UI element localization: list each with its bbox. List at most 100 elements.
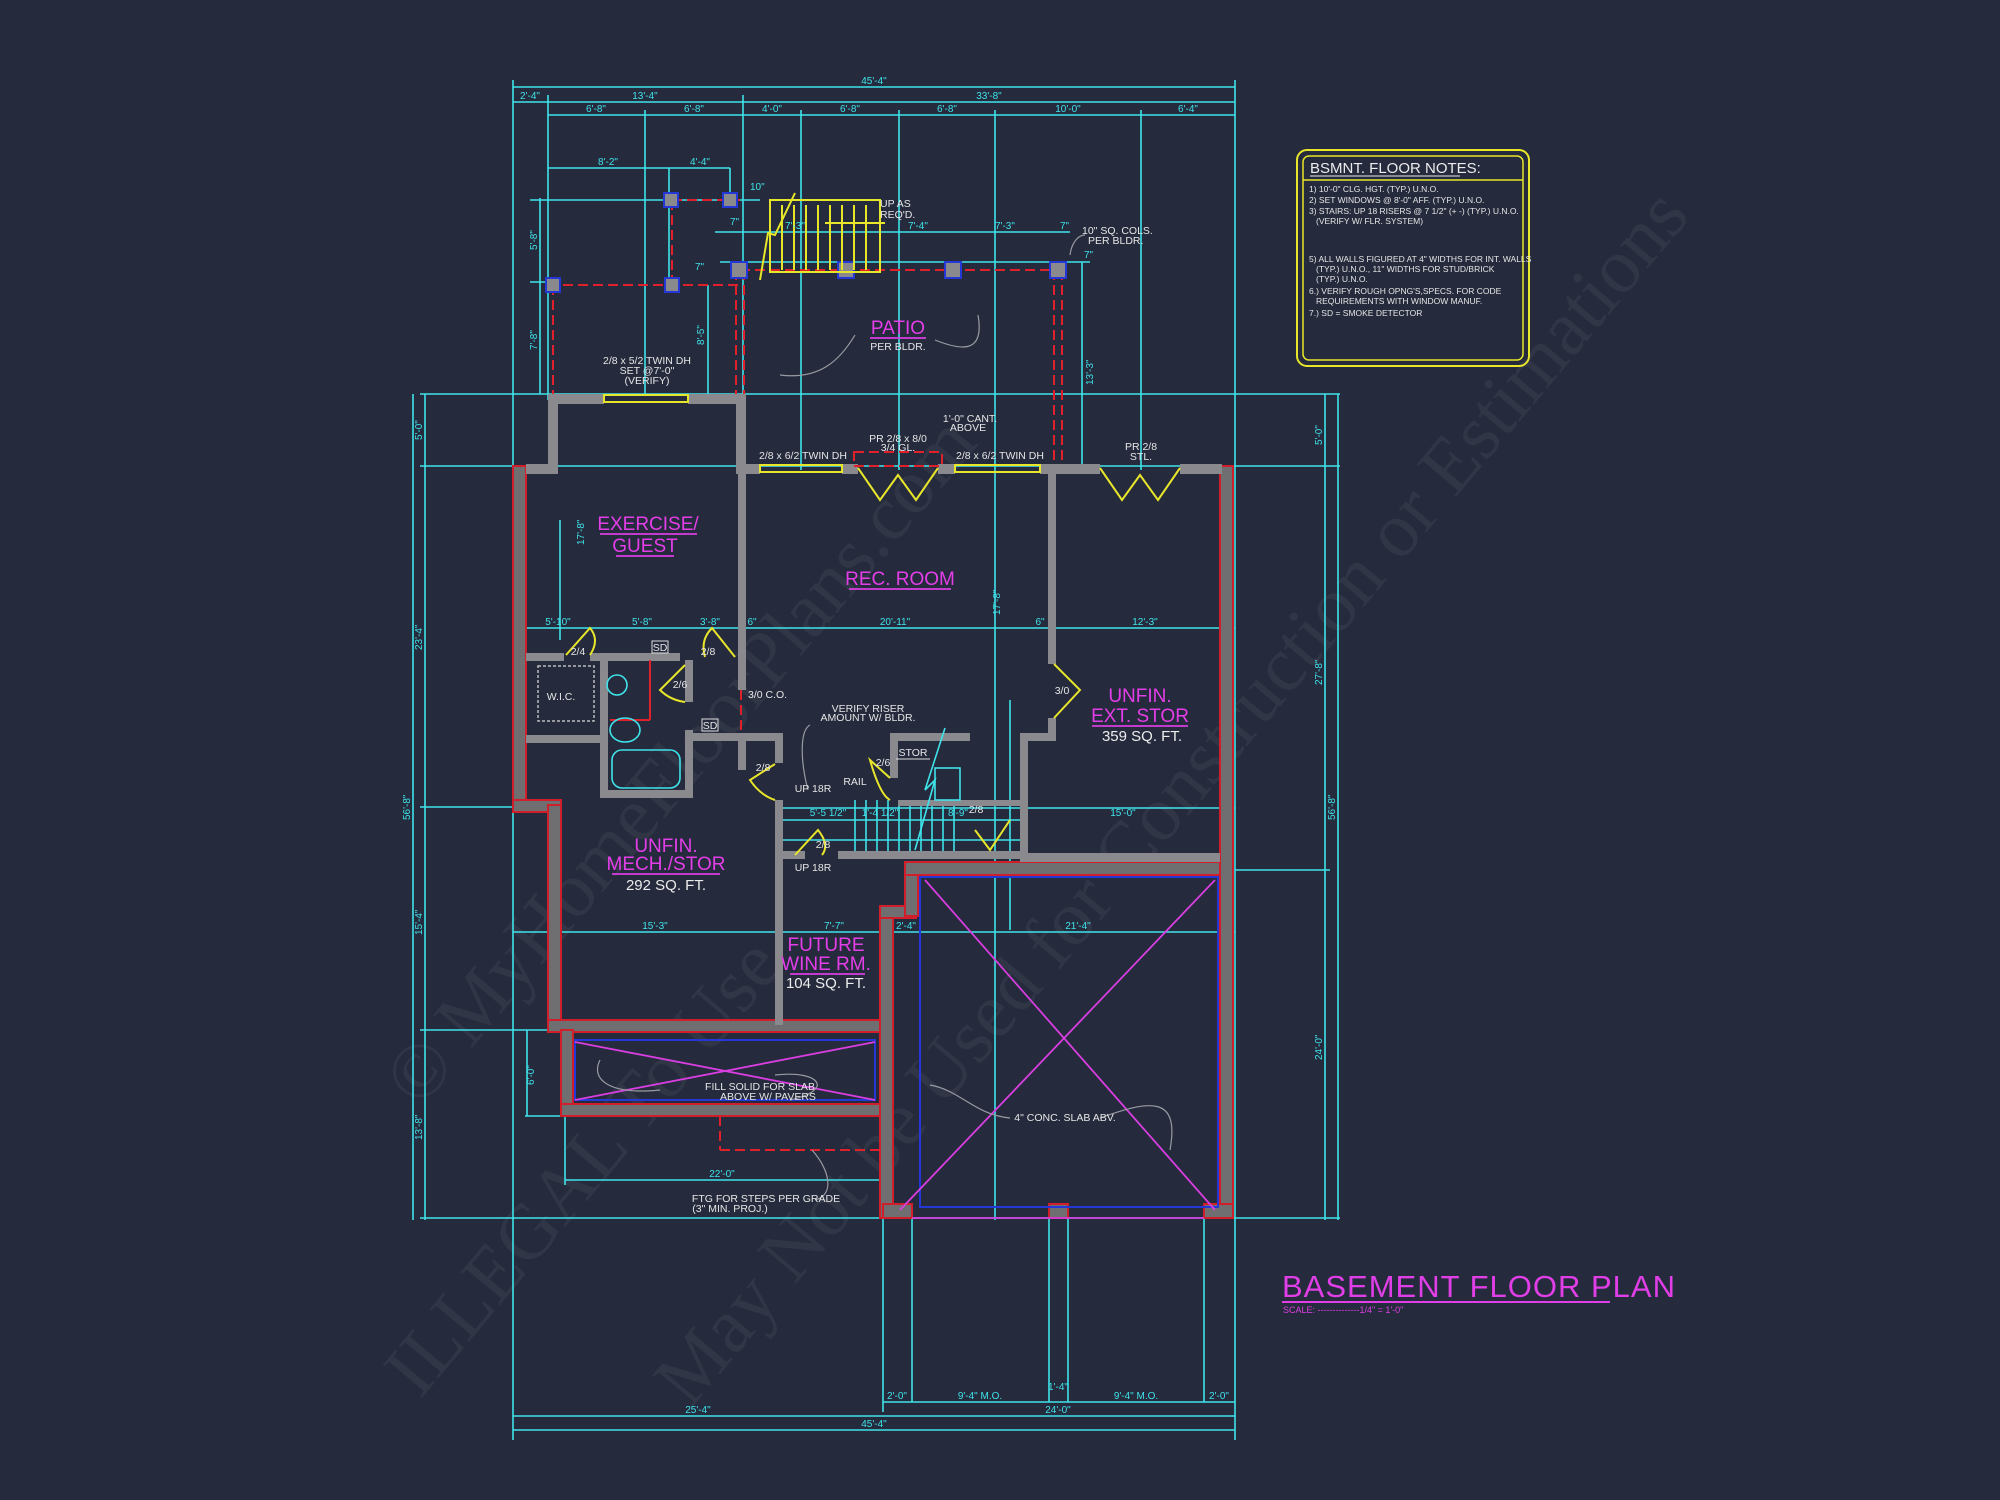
dim-label: 17'-8" — [576, 519, 587, 545]
stair-label: UP 18R — [795, 783, 832, 795]
annotations: UP AS REQ'D. 10" SQ. COLS. PER BLDR. 2/8… — [571, 198, 1158, 1215]
dim-label: 6" — [1035, 617, 1045, 628]
dim-label: 9'-4" M.O. — [1114, 1391, 1158, 1402]
room-name-stor: STOR — [899, 747, 928, 759]
floor-notes-box: BSMNT. FLOOR NOTES: 1) 10'-0" CLG. HGT. … — [1296, 149, 1532, 367]
window — [759, 464, 843, 473]
note-label: PR 2/8 — [1125, 441, 1157, 453]
dim-label: 45'-4" — [861, 76, 887, 87]
note-line: 1) 10'-0" CLG. HGT. (TYP.) U.N.O. — [1309, 184, 1439, 194]
dim-label: 6'-8" — [586, 104, 606, 115]
room-label-unfin: UNFIN. — [634, 836, 697, 857]
dim-label: 7" — [730, 217, 740, 228]
dim-label: 7'-4" — [908, 221, 928, 232]
note-line: 2) SET WINDOWS @ 8'-0" AFF. (TYP.) U.N.O… — [1309, 195, 1484, 205]
column — [944, 261, 962, 279]
dim-label: 9'-4" M.O. — [958, 1391, 1002, 1402]
dim-label: 15'-0" — [1110, 808, 1136, 819]
dim-label: 4'-4" — [690, 157, 710, 168]
note-line: REQUIREMENTS WITH WINDOW MANUF. — [1316, 296, 1482, 306]
dim-label: 24'-0" — [1045, 1405, 1071, 1416]
room-area: 104 SQ. FT. — [786, 975, 866, 992]
room-name-rec-room: REC. ROOM — [845, 569, 955, 590]
dim-label: 22'-0" — [709, 1169, 735, 1180]
door — [1053, 663, 1082, 719]
note-label: REQ'D. — [880, 209, 915, 221]
door-label: 2/8 — [701, 646, 716, 658]
window — [954, 464, 1041, 473]
dim-label: 5'-10" — [545, 617, 571, 628]
room-area: 292 SQ. FT. — [626, 877, 706, 894]
dim-label: 5'-0" — [414, 420, 425, 440]
note-label: STL. — [1130, 451, 1152, 463]
dim-label: 1'-4 1/2" — [862, 808, 899, 819]
note-label: (3" MIN. PROJ.) — [692, 1203, 767, 1215]
dim-label: 33'-8" — [976, 91, 1002, 102]
interior-walls — [526, 394, 1222, 1025]
room-name-wine: WINE RM. — [781, 954, 871, 975]
column — [1049, 261, 1067, 279]
note-line: 3) STAIRS: UP 18 RISERS @ 7 1/2" (+ -) (… — [1309, 206, 1519, 216]
dim-label: 6" — [747, 617, 757, 628]
dim-label: 3'-8" — [700, 617, 720, 628]
smoke-detector — [651, 640, 669, 654]
patio — [545, 192, 1086, 468]
column — [730, 261, 748, 279]
dimension-labels: 45'-4" 2'-4" 13'-4" 33'-8" 6'-8" 6'-8" 4… — [402, 76, 1338, 1430]
dim-label: 17'-8" — [992, 589, 1003, 615]
smoke-detector-label: SD — [653, 642, 668, 654]
door — [658, 664, 686, 703]
door — [748, 763, 776, 801]
patio-stairs — [759, 192, 885, 281]
note-line: (TYP.) U.N.O., 11" WIDTHS FOR STUD/BRICK — [1316, 264, 1495, 274]
dim-label: 10'-0" — [1055, 104, 1081, 115]
note-label: PR 2/8 x 8/0 — [869, 433, 927, 445]
note-line: 7.) SD = SMOKE DETECTOR — [1309, 308, 1422, 318]
toilet — [609, 717, 641, 743]
closet-shelf — [537, 665, 595, 722]
note-label: ABOVE — [950, 422, 986, 434]
room-name-ext-stor: EXT. STOR — [1091, 706, 1189, 727]
dim-label: 7'-3" — [995, 221, 1015, 232]
door — [702, 626, 736, 658]
room-name-mech-stor: MECH./STOR — [607, 854, 726, 875]
dim-label: 7'-7" — [824, 921, 844, 932]
dim-label: 7" — [1084, 250, 1094, 261]
note-label: AMOUNT W/ BLDR. — [821, 712, 916, 724]
door-label: 2/4 — [571, 646, 586, 658]
plan-title: BASEMENT FLOOR PLAN — [1282, 1269, 1676, 1304]
window — [603, 394, 689, 403]
dim-label: 1'-4" — [1048, 1382, 1068, 1393]
smoke-detector — [701, 718, 719, 732]
note-line: (VERIFY W/ FLR. SYSTEM) — [1316, 216, 1423, 226]
drawing-title: BASEMENT FLOOR PLAN SCALE: -------------… — [1282, 1269, 1676, 1315]
dim-label: 12'-3" — [1132, 617, 1158, 628]
note-label: 2/8 x 6/2 TWIN DH — [759, 450, 847, 462]
dim-label: 7" — [1060, 221, 1070, 232]
column — [837, 261, 855, 279]
basement-stair — [783, 727, 1020, 851]
dim-label: 15'-4" — [414, 909, 425, 935]
rail-label: RAIL — [843, 776, 867, 788]
dim-label: 15'-3" — [642, 921, 668, 932]
door — [794, 828, 827, 856]
french-door — [857, 467, 939, 502]
dim-label: 27'-8" — [1314, 659, 1325, 685]
door-label: 3/0 C.O. — [748, 689, 787, 701]
column — [664, 277, 680, 293]
door-label: 2/6 — [673, 679, 688, 691]
dim-label: 20'-11" — [880, 617, 911, 628]
french-door — [1099, 467, 1181, 502]
dim-label: 5'-8" — [632, 617, 652, 628]
dim-label: 13'-3" — [1085, 359, 1096, 385]
room-name-guest: GUEST — [612, 536, 678, 557]
dim-label: 5'-5 1/2" — [810, 808, 847, 819]
smoke-detector-label: SD — [703, 720, 718, 732]
room-name-exercise: EXERCISE/ — [597, 514, 699, 535]
note-label: 3/4 GL. — [881, 442, 915, 454]
room-label-future: FUTURE — [787, 935, 864, 956]
note-line: 5) ALL WALLS FIGURED AT 4" WIDTHS FOR IN… — [1309, 254, 1532, 264]
note-line: 6.) VERIFY ROUGH OPNG'S,SPECS. FOR CODE — [1309, 286, 1502, 296]
